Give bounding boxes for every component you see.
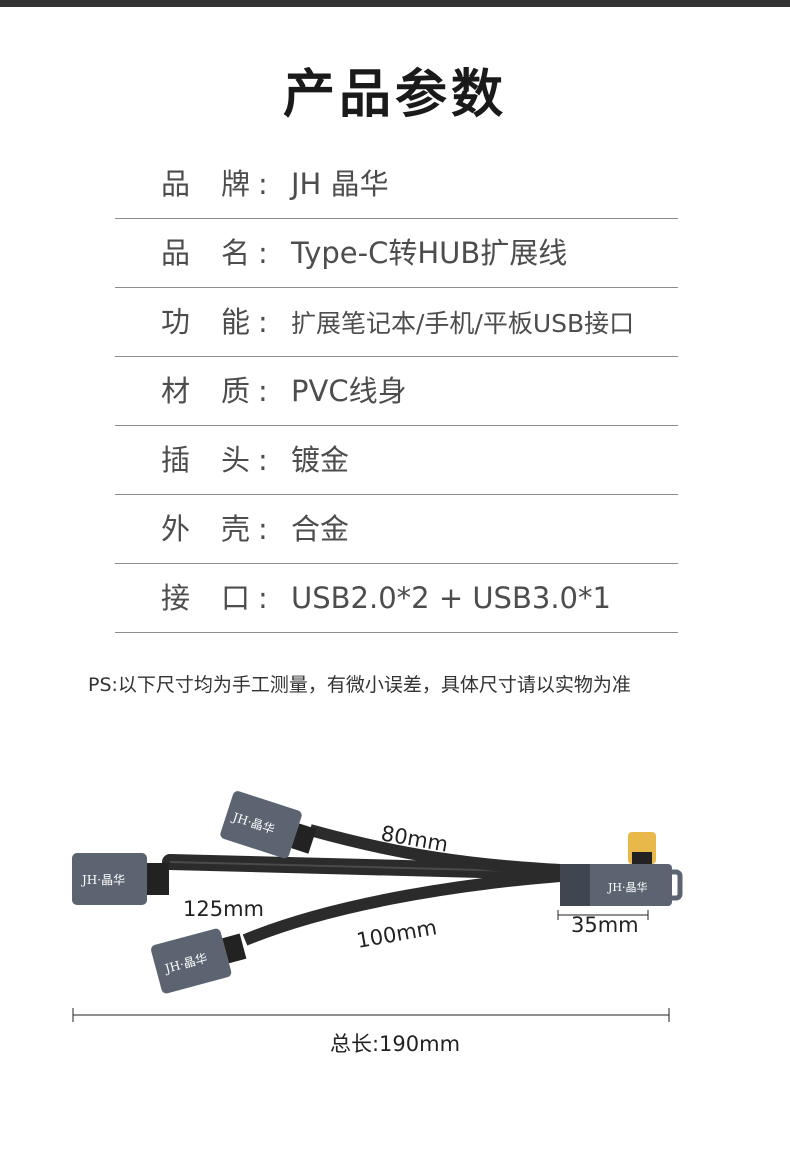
spec-row-interface: 接 口 : USB2.0*2 + USB3.0*1 [115, 564, 678, 633]
spec-colon: : [258, 167, 268, 201]
spec-colon: : [258, 581, 268, 615]
spec-key: 品 [161, 167, 191, 201]
connector-dimension: 35mm [557, 910, 649, 937]
spec-row-brand: 品 牌 : JH 晶华 [115, 150, 678, 219]
spec-key: 牌 [221, 167, 251, 201]
length-label-bottom: 100mm [355, 915, 439, 953]
spec-key: 口 [221, 581, 251, 615]
spec-colon: : [258, 443, 268, 477]
spec-value: Type-C转HUB扩展线 [291, 236, 568, 270]
top-bar [0, 0, 790, 7]
total-length-label: 总长:190mm [329, 1032, 461, 1056]
spec-key: 质 [221, 374, 251, 408]
usb-port-middle: JH·晶华 [72, 853, 169, 905]
spec-value: JH 晶华 [291, 167, 389, 201]
spec-colon: : [258, 305, 268, 339]
brand-label: JH·晶华 [80, 873, 125, 887]
spec-value: PVC线身 [291, 374, 407, 408]
spec-value: USB2.0*2 + USB3.0*1 [291, 581, 611, 615]
length-label-middle: 125mm [183, 897, 264, 921]
measurement-note: PS:以下尺寸均为手工测量，有微小误差，具体尺寸请以实物为准 [88, 674, 631, 696]
usb-port-top: JH·晶华 [220, 791, 317, 859]
spec-key: 外 [161, 512, 191, 546]
spec-key: 接 [161, 581, 191, 615]
spec-colon: : [258, 512, 268, 546]
usb-port-bottom: JH·晶华 [151, 928, 247, 994]
spec-value: 合金 [291, 512, 350, 546]
spec-key: 插 [161, 443, 191, 477]
spec-table: 品 牌 : JH 晶华 品 名 : Type-C转HUB扩展线 功 能 : 扩展… [115, 150, 678, 633]
spec-key: 能 [221, 305, 251, 339]
spec-row-material: 材 质 : PVC线身 [115, 357, 678, 426]
spec-colon: : [258, 374, 268, 408]
spec-key: 材 [161, 374, 191, 408]
spec-row-name: 品 名 : Type-C转HUB扩展线 [115, 219, 678, 288]
spec-key: 头 [221, 443, 251, 477]
spec-row-function: 功 能 : 扩展笔记本/手机/平板USB接口 [115, 288, 678, 357]
spec-value: 镀金 [291, 443, 350, 477]
spec-key: 名 [221, 236, 251, 270]
spec-key: 功 [161, 305, 191, 339]
length-label-connector: 35mm [571, 913, 639, 937]
brand-label: JH·晶华 [607, 880, 648, 894]
spec-colon: : [258, 236, 268, 270]
spec-key: 壳 [221, 512, 251, 546]
page-title: 产品参数 [282, 65, 507, 125]
spec-key: 品 [161, 236, 191, 270]
cable-bundle [162, 824, 568, 946]
total-dimension-line [72, 1008, 670, 1022]
spec-value: 扩展笔记本/手机/平板USB接口 [291, 309, 635, 338]
spec-row-shell: 外 壳 : 合金 [115, 495, 678, 564]
usb-c-connector: JH·晶华 [560, 832, 683, 906]
spec-row-plug: 插 头 : 镀金 [115, 426, 678, 495]
product-dimension-diagram: JH·晶华 JH·晶华 JH·晶华 JH·晶华 80mm 125mm 100mm… [72, 791, 683, 1022]
